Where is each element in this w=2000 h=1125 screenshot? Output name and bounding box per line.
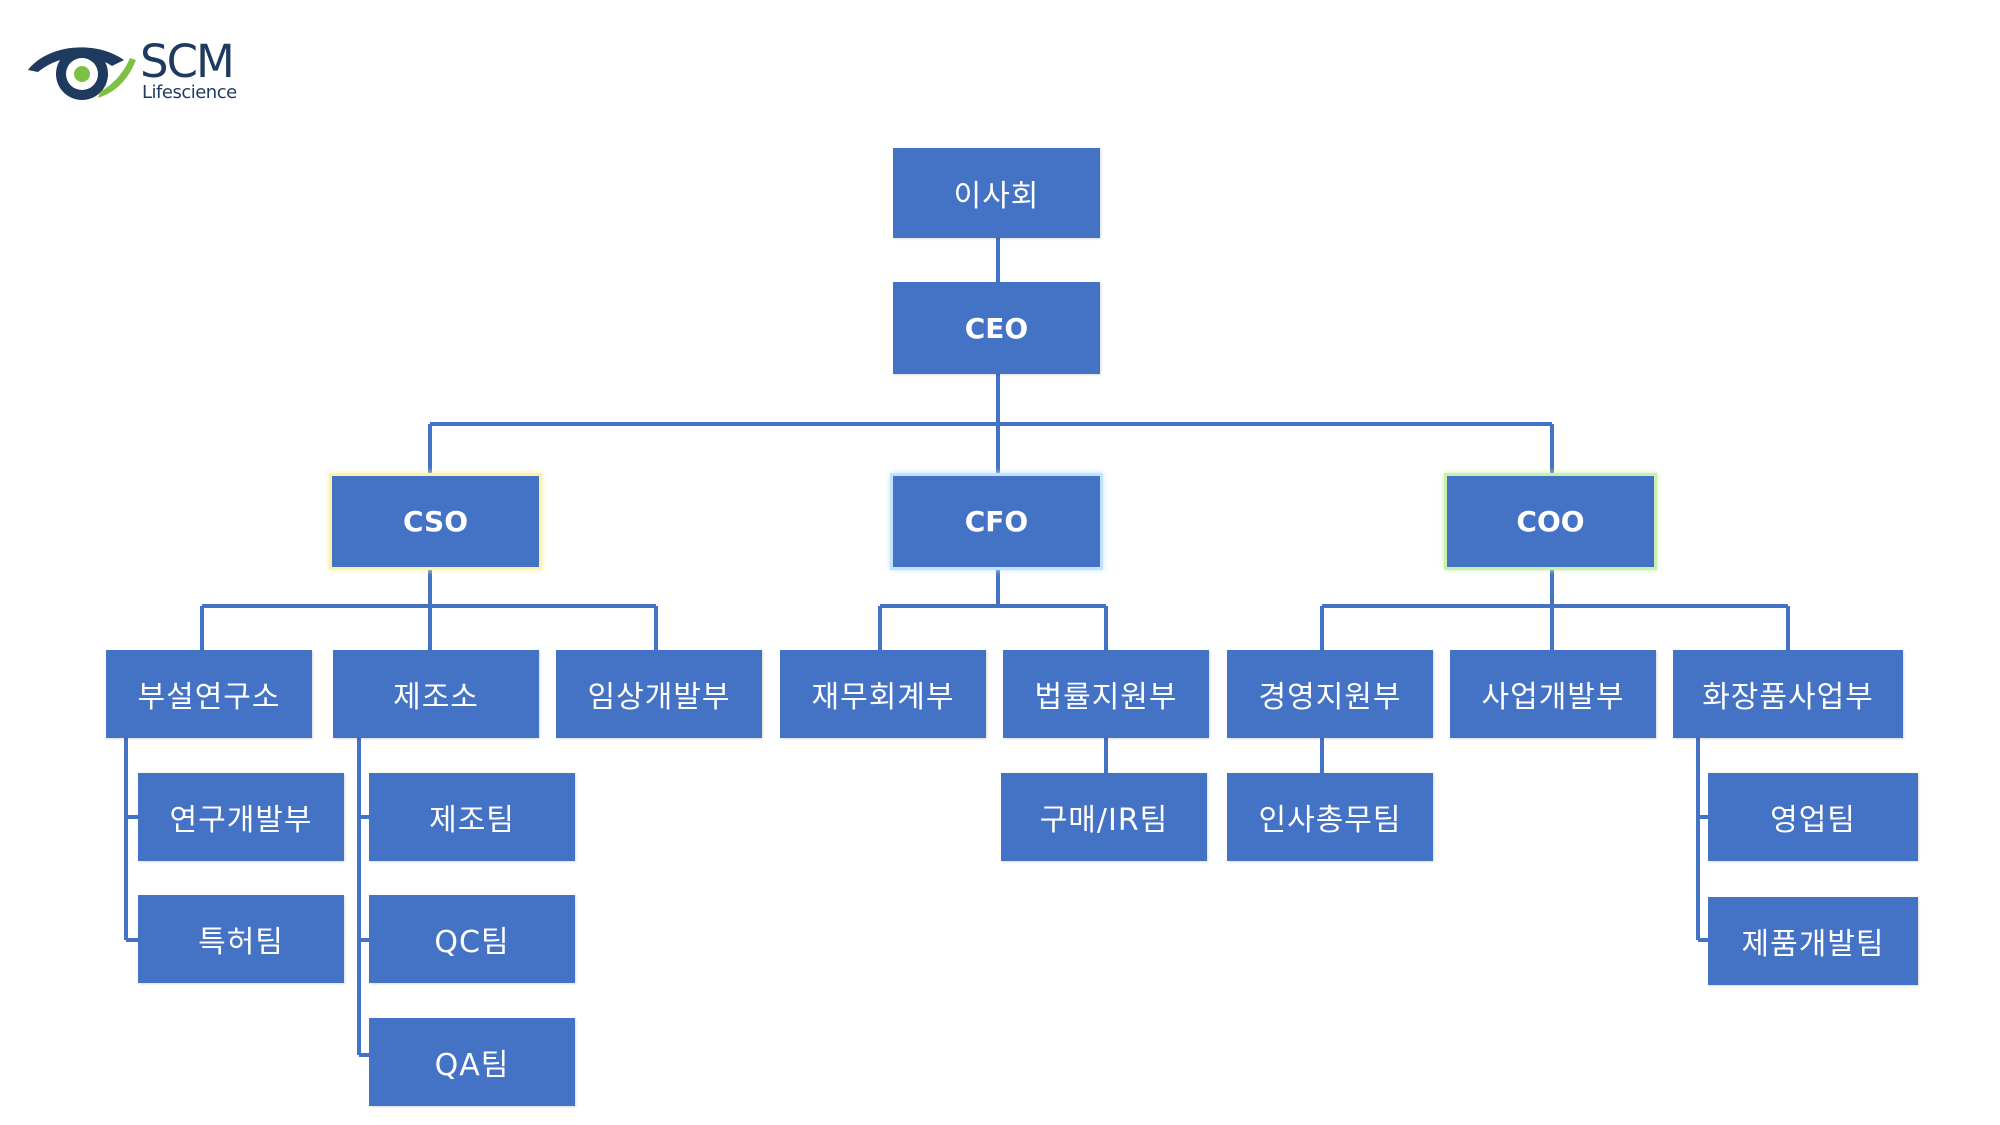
node-purchase-ir: 구매/IR팀 [1001,773,1207,861]
node-qa: QA팀 [369,1018,575,1106]
node-ceo: CEO [893,282,1100,374]
node-factory: 제조소 [333,650,539,738]
node-board: 이사회 [893,148,1100,238]
node-product-dev: 제품개발팀 [1708,897,1918,985]
node-legal: 법률지원부 [1003,650,1209,738]
logo-wordmark: SCM [140,35,235,88]
logo-subtitle: Lifescience [142,82,237,103]
node-qc: QC팀 [369,895,575,983]
node-patent: 특허팀 [138,895,344,983]
node-coo: COO [1444,473,1657,570]
node-cosmetics: 화장품사업부 [1673,650,1903,738]
node-manufacturing: 제조팀 [369,773,575,861]
node-cfo: CFO [890,473,1103,570]
node-research-dev: 연구개발부 [138,773,344,861]
node-bizdev: 사업개발부 [1450,650,1656,738]
node-sales: 영업팀 [1708,773,1918,861]
node-rnd-center: 부설연구소 [106,650,312,738]
node-management: 경영지원부 [1227,650,1433,738]
scm-logo: SCM Lifescience [26,36,246,106]
node-finance: 재무회계부 [780,650,986,738]
eye-logo-icon [28,47,136,100]
node-cso: CSO [329,473,542,570]
node-hr: 인사총무팀 [1227,773,1433,861]
node-clinical: 임상개발부 [556,650,762,738]
